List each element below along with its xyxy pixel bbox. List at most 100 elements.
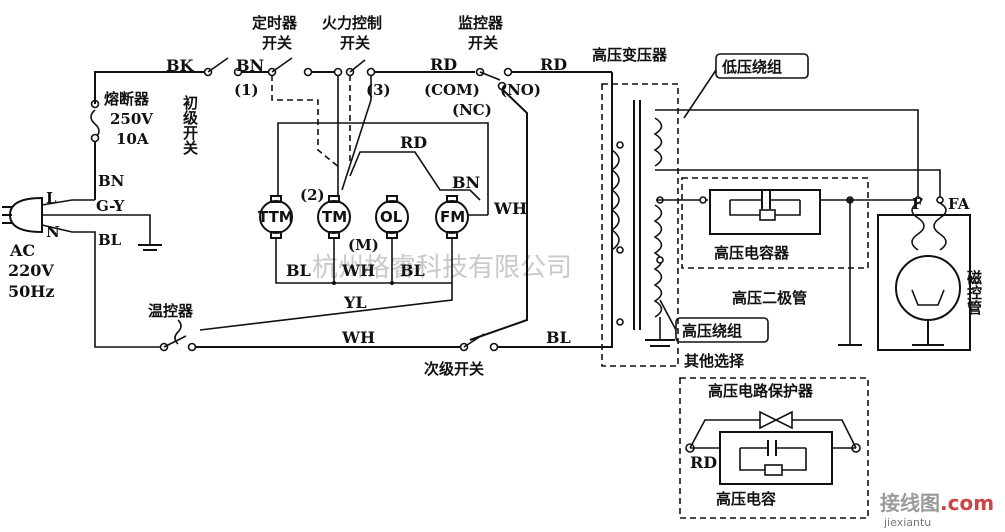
label-hv-transformer: 高压变压器 — [592, 46, 668, 64]
label-rd-top: RD — [430, 55, 457, 74]
lv-winding-pointer — [683, 69, 717, 119]
label-wh-1: WH — [341, 261, 375, 280]
label-power-1: 火力控制 — [322, 14, 382, 32]
protector-capacitor-box — [719, 431, 833, 485]
wire-n — [41, 224, 160, 348]
wire-l — [41, 199, 95, 206]
label-power-2: 开关 — [340, 34, 370, 52]
ac-plug — [2, 196, 43, 234]
label-bl-2: BL — [400, 261, 425, 280]
label-rd-mid: RD — [400, 133, 427, 152]
wire-bl-1 — [275, 238, 335, 284]
watermark-url: jiexiantu — [883, 516, 931, 529]
resistor-leads — [729, 200, 801, 216]
label-plug-n: N — [46, 223, 60, 241]
label-plug-l: L — [46, 189, 57, 207]
label-yl: YL — [343, 293, 367, 312]
protector-res-leads — [739, 448, 807, 471]
power-control-switch — [333, 59, 376, 77]
label-other-options: 其他选择 — [684, 352, 745, 370]
label-mark-3: (3) — [366, 81, 391, 99]
wire-lv-bottom — [655, 169, 941, 200]
primary-coil — [610, 149, 620, 251]
fuse-symbol — [90, 109, 100, 139]
watermark-company: 杭州格睿科技有限公司 — [312, 253, 572, 283]
thermostat — [159, 319, 197, 352]
label-monitor-2: 开关 — [468, 34, 498, 52]
label-ac-hz: 50Hz — [8, 282, 54, 301]
label-no: (NO) — [500, 81, 541, 99]
label-secondary-switch: 次级开关 — [424, 360, 484, 378]
magnetron-tube — [895, 255, 961, 321]
magnetron-anode — [911, 289, 945, 306]
motor-ol — [375, 195, 409, 239]
label-ttm: TTM — [258, 208, 294, 226]
label-hv-cap-short: 高压电容 — [716, 490, 776, 508]
label-fm: FM — [440, 208, 465, 226]
wire-lv-top — [655, 109, 919, 200]
label-lv-winding: 低压绕组 — [721, 58, 782, 76]
wire-power-b — [341, 75, 372, 191]
watermark-site: 接线图.com — [880, 491, 994, 515]
label-primary-switch: 初级开关 — [181, 94, 199, 156]
label-bl-bottom: BL — [546, 328, 571, 347]
label-mark-2: (2) — [300, 186, 325, 204]
label-rd-right: RD — [540, 55, 567, 74]
label-fa: FA — [948, 195, 970, 213]
label-ol: OL — [380, 208, 403, 226]
label-hv-capacitor: 高压电容器 — [714, 244, 790, 262]
wire-bl-bottom — [497, 72, 613, 348]
protector-resistor — [764, 464, 783, 476]
label-plug-bl: BL — [98, 231, 122, 249]
label-com: (COM) — [424, 81, 480, 99]
hv-capacitor-frame — [681, 177, 869, 269]
wire-rd-mid — [349, 151, 481, 201]
wire-top-left — [94, 71, 205, 104]
label-bk: BK — [166, 56, 195, 75]
label-thermostat: 温控器 — [148, 302, 194, 320]
lv-coil — [653, 117, 663, 167]
label-fuse-a: 10A — [116, 130, 149, 148]
motor-tm — [317, 195, 351, 239]
label-ac: AC — [9, 241, 35, 260]
motor-fm — [435, 195, 469, 239]
bleed-resistor — [759, 209, 776, 221]
label-wh-bottom: WH — [341, 328, 375, 347]
ground-symbol — [138, 244, 162, 251]
wire-ground — [42, 214, 151, 245]
label-rd-box: RD — [690, 453, 717, 472]
label-tm: TM — [322, 208, 347, 226]
label-mark-1: (1) — [234, 81, 259, 99]
label-f: F — [912, 195, 923, 213]
hv-capacitor-box — [709, 189, 821, 235]
wire-nc-right — [469, 88, 528, 341]
label-fuse-v: 250V — [110, 110, 153, 128]
label-bl-1: BL — [286, 261, 311, 280]
label-magnetron: 磁控管 — [965, 269, 983, 315]
label-nc: (NC) — [452, 101, 492, 119]
protector-top-wire — [689, 419, 857, 449]
wire-yl — [199, 283, 453, 331]
label-bn-top: BN — [236, 56, 264, 75]
label-timer-2: 开关 — [262, 34, 292, 52]
lv-winding-tag — [715, 53, 809, 79]
label-timer-1: 定时器 — [252, 14, 298, 32]
label-hv-protector: 高压电路保护器 — [708, 382, 814, 400]
label-mark-m: (M) — [348, 236, 379, 254]
transformer-ground — [645, 339, 675, 347]
label-bn-mid: BN — [452, 173, 480, 192]
dashed-timer-link — [271, 75, 341, 169]
label-monitor-1: 监控器 — [458, 14, 504, 32]
protector-diode — [759, 410, 793, 430]
secondary-switch — [459, 333, 499, 352]
hv-winding-pointer — [659, 299, 677, 331]
label-fuse: 熔断器 — [104, 90, 150, 108]
filament-coil-fa — [933, 202, 947, 251]
label-hv-diode: 高压二极管 — [732, 289, 807, 307]
magnetron-body — [877, 214, 971, 351]
transformer-frame — [601, 83, 679, 367]
filament-coil-f — [911, 202, 925, 251]
label-wh-right: WH — [493, 199, 527, 218]
